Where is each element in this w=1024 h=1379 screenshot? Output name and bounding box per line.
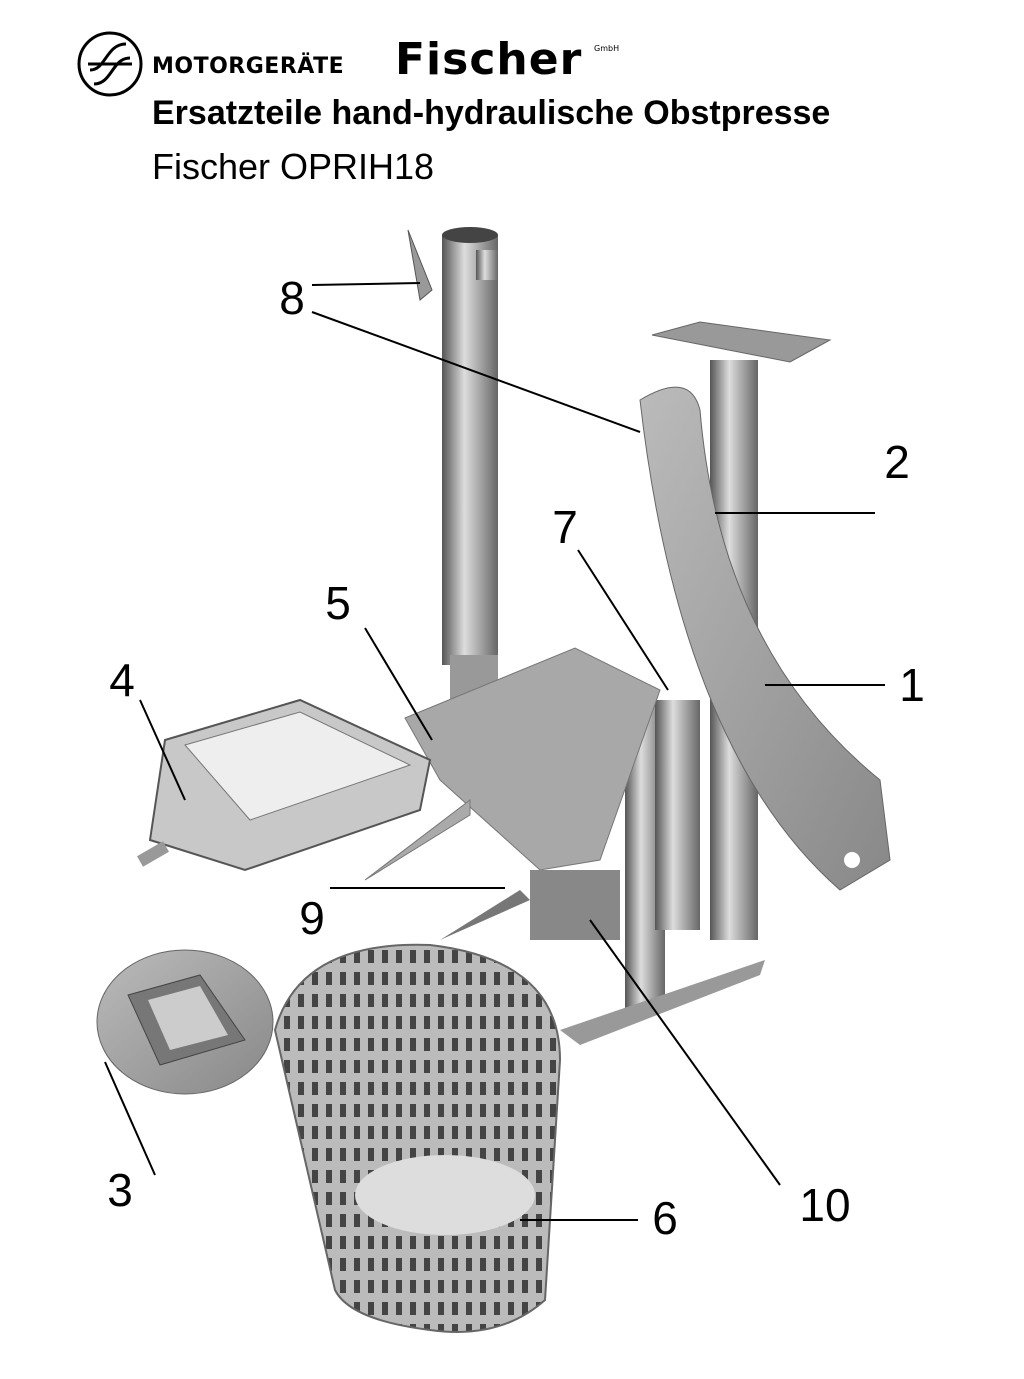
basket-part: [273, 943, 562, 1333]
callout-8: 8: [279, 272, 305, 324]
callout-7: 7: [552, 501, 578, 553]
platform-part: [404, 647, 661, 871]
callout-5: 5: [325, 577, 351, 629]
callout-6: 6: [652, 1192, 678, 1244]
callout-2: 2: [884, 436, 910, 488]
fischer-logo-icon: [77, 31, 143, 97]
callout-9: 9: [299, 892, 325, 944]
brand-name: Fischer: [395, 34, 583, 85]
brand-prefix: MOTORGERÄTE: [152, 54, 345, 79]
lever-arm-part: [639, 386, 891, 891]
tray-part: [137, 698, 432, 872]
page-title: Ersatzteile hand-hydraulische Obstpresse: [152, 94, 831, 132]
page-subtitle: Fischer OPRIH18: [152, 146, 435, 187]
callout-3: 3: [107, 1164, 133, 1216]
leader-lines: [104, 282, 885, 1221]
callout-1: 1: [899, 659, 925, 711]
callout-10: 10: [799, 1179, 851, 1231]
callout-4: 4: [109, 654, 135, 706]
brand-suffix: GmbH: [594, 44, 620, 53]
press-disc-part: [96, 949, 274, 1095]
left-tube-part: [407, 227, 498, 705]
